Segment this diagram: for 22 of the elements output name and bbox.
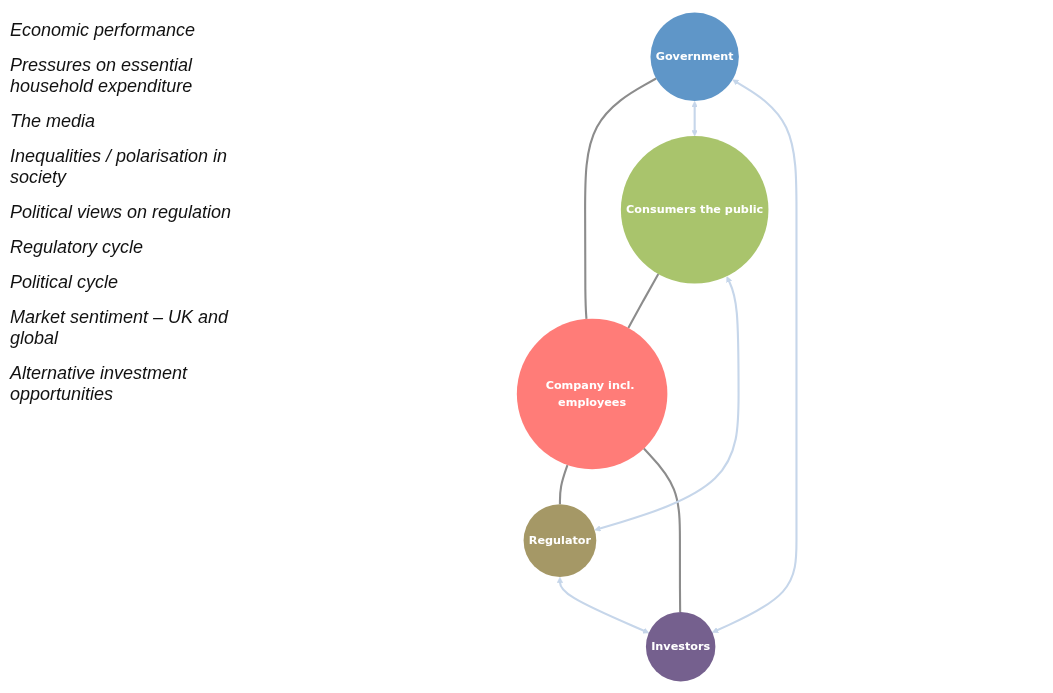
factor-note: The media (10, 111, 97, 132)
connector (627, 273, 660, 328)
node-circle: Government (650, 12, 739, 101)
connector (558, 464, 569, 504)
factor-note: Economic performance (10, 20, 197, 41)
node-circle: Consumers the public (620, 135, 769, 284)
arrow (691, 100, 698, 136)
factor-note: Political cycle (10, 272, 120, 293)
arrow (556, 576, 649, 633)
node-circle: Regulator (523, 503, 597, 577)
arrow (594, 275, 740, 531)
factor-note: Inequalities / polarisation in society (10, 146, 229, 188)
factor-note: Regulatory cycle (10, 237, 145, 258)
node-circle: Investors (645, 611, 716, 681)
factor-note: Market sentiment – UK and global (10, 307, 230, 349)
connector (642, 447, 682, 612)
factor-note: Pressures on essential household expenditure (10, 55, 194, 97)
connector (583, 77, 657, 319)
factor-note: Political views on regulation (10, 202, 233, 223)
factor-note: Alternative investment opportunities (10, 363, 189, 405)
node-circle: Company incl. employees (516, 318, 668, 469)
arrow (711, 79, 798, 633)
